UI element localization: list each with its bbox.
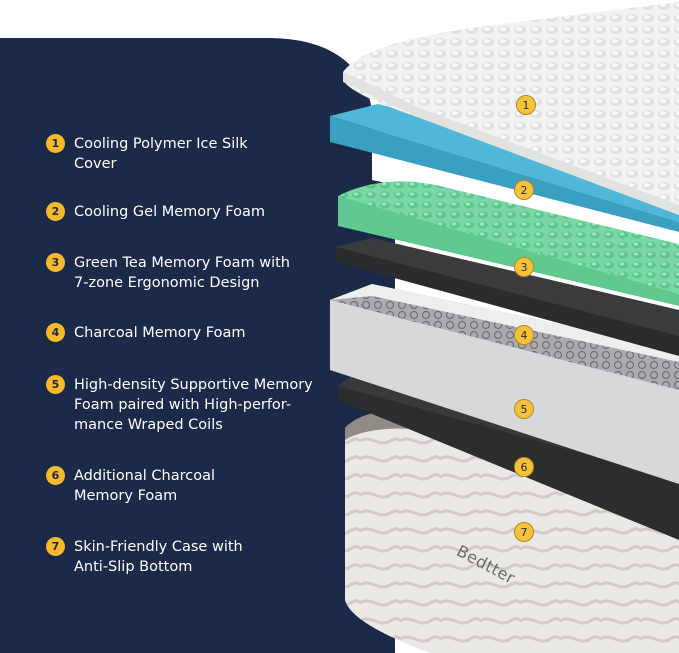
- legend-item-3: 3 Green Tea Memory Foam with 7-zone Ergo…: [46, 253, 290, 293]
- legend-label-7: Skin-Friendly Case with Anti-Slip Bottom: [74, 539, 243, 575]
- layer-6-charcoal: [338, 373, 679, 540]
- legend-item-7: 7 Skin-Friendly Case with Anti-Slip Bott…: [46, 537, 243, 577]
- layer-5-support: [330, 284, 679, 484]
- legend-badge-4: 4: [46, 323, 65, 342]
- legend-badge-2: 2: [46, 202, 65, 221]
- legend-badge-6: 6: [46, 466, 65, 485]
- legend-label-6: Additional Charcoal Memory Foam: [74, 468, 215, 504]
- legend-item-4: 4 Charcoal Memory Foam: [46, 323, 246, 343]
- legend-badge-7: 7: [46, 537, 65, 556]
- legend-label-5: High-density Supportive Memory Foam pair…: [74, 377, 313, 433]
- legend-item-6: 6 Additional Charcoal Memory Foam: [46, 466, 215, 506]
- legend-label-3: Green Tea Memory Foam with 7-zone Ergono…: [74, 255, 290, 291]
- layer-2-cooling-gel: [330, 104, 679, 232]
- legend-badge-1: 1: [46, 134, 65, 153]
- layer-1-cover: [343, 2, 679, 215]
- legend-badge-3: 3: [46, 253, 65, 272]
- layer-marker-1: 1: [516, 95, 536, 115]
- legend-item-1: 1 Cooling Polymer Ice Silk Cover: [46, 134, 248, 174]
- layer-marker-4: 4: [514, 325, 534, 345]
- layer-marker-5: 5: [514, 399, 534, 419]
- layer-4-charcoal: [336, 238, 679, 356]
- legend-item-2: 2 Cooling Gel Memory Foam: [46, 202, 265, 222]
- layer-3-green-tea: [338, 181, 679, 306]
- legend-badge-5: 5: [46, 375, 65, 394]
- layer-marker-7: 7: [514, 522, 534, 542]
- legend-label-1: Cooling Polymer Ice Silk Cover: [74, 136, 248, 172]
- navy-panel-shape: [0, 38, 395, 653]
- legend-item-5: 5 High-density Supportive Memory Foam pa…: [46, 375, 313, 435]
- legend-label-2: Cooling Gel Memory Foam: [74, 204, 266, 220]
- layer-marker-2: 2: [514, 180, 534, 200]
- legend-label-4: Charcoal Memory Foam: [74, 325, 246, 341]
- layer-marker-6: 6: [514, 457, 534, 477]
- layer-marker-3: 3: [514, 257, 534, 277]
